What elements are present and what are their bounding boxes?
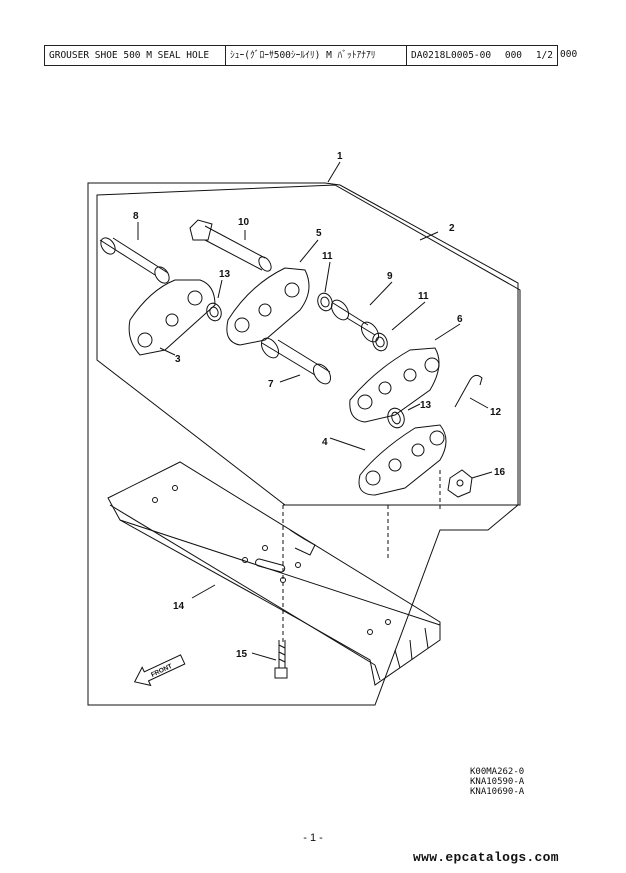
callout-13a: 13 xyxy=(219,269,231,280)
callout-5: 5 xyxy=(316,228,322,239)
drawing-code-1: K00MA262-0 xyxy=(470,767,525,777)
callout-2: 2 xyxy=(449,223,455,234)
callout-12: 12 xyxy=(490,407,502,418)
page-number: - 1 - xyxy=(303,832,323,844)
pin-12 xyxy=(454,374,483,408)
link-6 xyxy=(349,347,440,423)
page-fraction: 1/2 xyxy=(535,50,553,61)
watermark: www.epcatalogs.com xyxy=(413,850,559,865)
callout-4: 4 xyxy=(322,437,328,448)
part-name: GROUSER SHOE 500 M SEAL HOLE xyxy=(45,46,226,65)
callout-11b: 11 xyxy=(418,291,429,302)
link-boundary xyxy=(96,184,521,506)
link-3 xyxy=(128,279,216,356)
bushing-7 xyxy=(260,337,332,385)
callout-9: 9 xyxy=(387,271,393,282)
callout-16: 16 xyxy=(494,467,506,478)
drawing-code-2: KNA10590-A xyxy=(470,777,525,787)
callout-14: 14 xyxy=(173,601,185,612)
link-5 xyxy=(226,267,310,346)
nut-16 xyxy=(447,469,473,498)
shoe-14 xyxy=(107,461,441,686)
callout-11a: 11 xyxy=(322,251,333,262)
callout-3: 3 xyxy=(175,354,181,365)
callout-10: 10 xyxy=(238,217,250,228)
callout-8: 8 xyxy=(133,211,139,222)
bolt-15 xyxy=(274,640,288,679)
header-extra: 000 xyxy=(560,49,578,60)
pin-10 xyxy=(189,219,272,272)
header-table: GROUSER SHOE 500 M SEAL HOLE ｼｭｰ(ｸﾞﾛｰｻ50… xyxy=(44,45,558,66)
seq: 000 xyxy=(504,50,523,61)
callout-7: 7 xyxy=(268,379,274,390)
assembly-boundary xyxy=(87,182,519,706)
drawing-code-3: KNA10690-A xyxy=(470,787,525,797)
bushing-9 xyxy=(330,299,380,343)
link-4 xyxy=(358,424,447,496)
seal-11b xyxy=(372,332,388,352)
page-code-cell: DA0218L0005-00 000 1/2 xyxy=(407,46,557,65)
callout-13b: 13 xyxy=(420,400,432,411)
page-code: DA0218L0005-00 xyxy=(411,50,492,61)
callout-15: 15 xyxy=(236,649,248,660)
front-arrow: FRONT xyxy=(133,654,186,687)
seal-11a xyxy=(317,292,333,312)
part-name-jp: ｼｭｰ(ｸﾞﾛｰｻ500ｼｰﾙｲﾘ) M ﾊﾞｯﾄｱﾅｱﾘ xyxy=(226,46,407,65)
pin-8 xyxy=(99,237,170,284)
callout-1: 1 xyxy=(337,151,343,162)
callout-6: 6 xyxy=(457,314,463,325)
seal-13b xyxy=(387,407,405,429)
seal-13a xyxy=(206,302,222,322)
